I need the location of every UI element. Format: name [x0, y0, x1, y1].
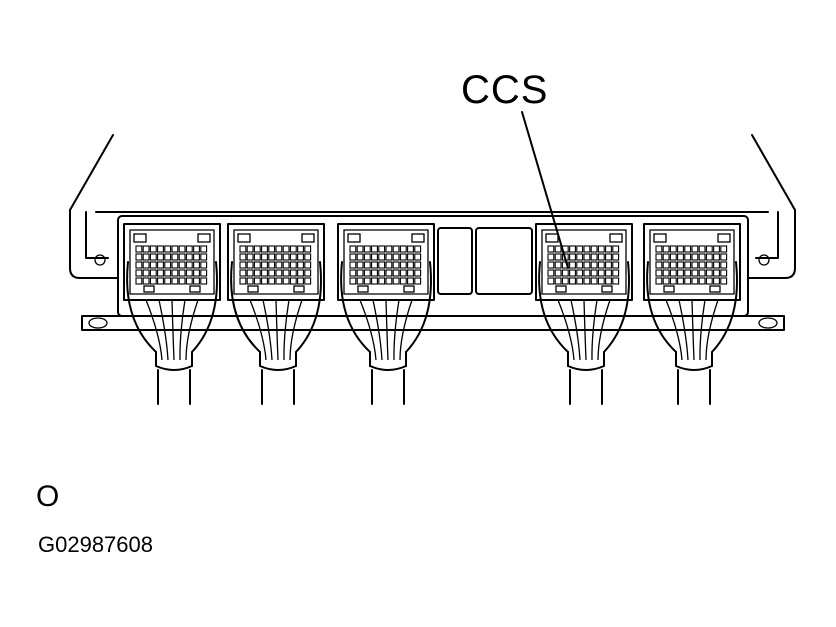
connector-c5	[643, 223, 741, 405]
ecu-housing	[69, 134, 796, 331]
callout-leader-line	[521, 111, 569, 269]
connector-c1	[123, 223, 221, 405]
connector-group	[123, 223, 741, 405]
figure-code: G02987608	[38, 532, 153, 557]
connector-c3	[337, 223, 435, 405]
mode-label: O	[36, 480, 60, 513]
connector-c2	[227, 223, 325, 405]
ccs-callout-label: CCS	[461, 68, 549, 112]
connector-c4	[535, 223, 633, 405]
